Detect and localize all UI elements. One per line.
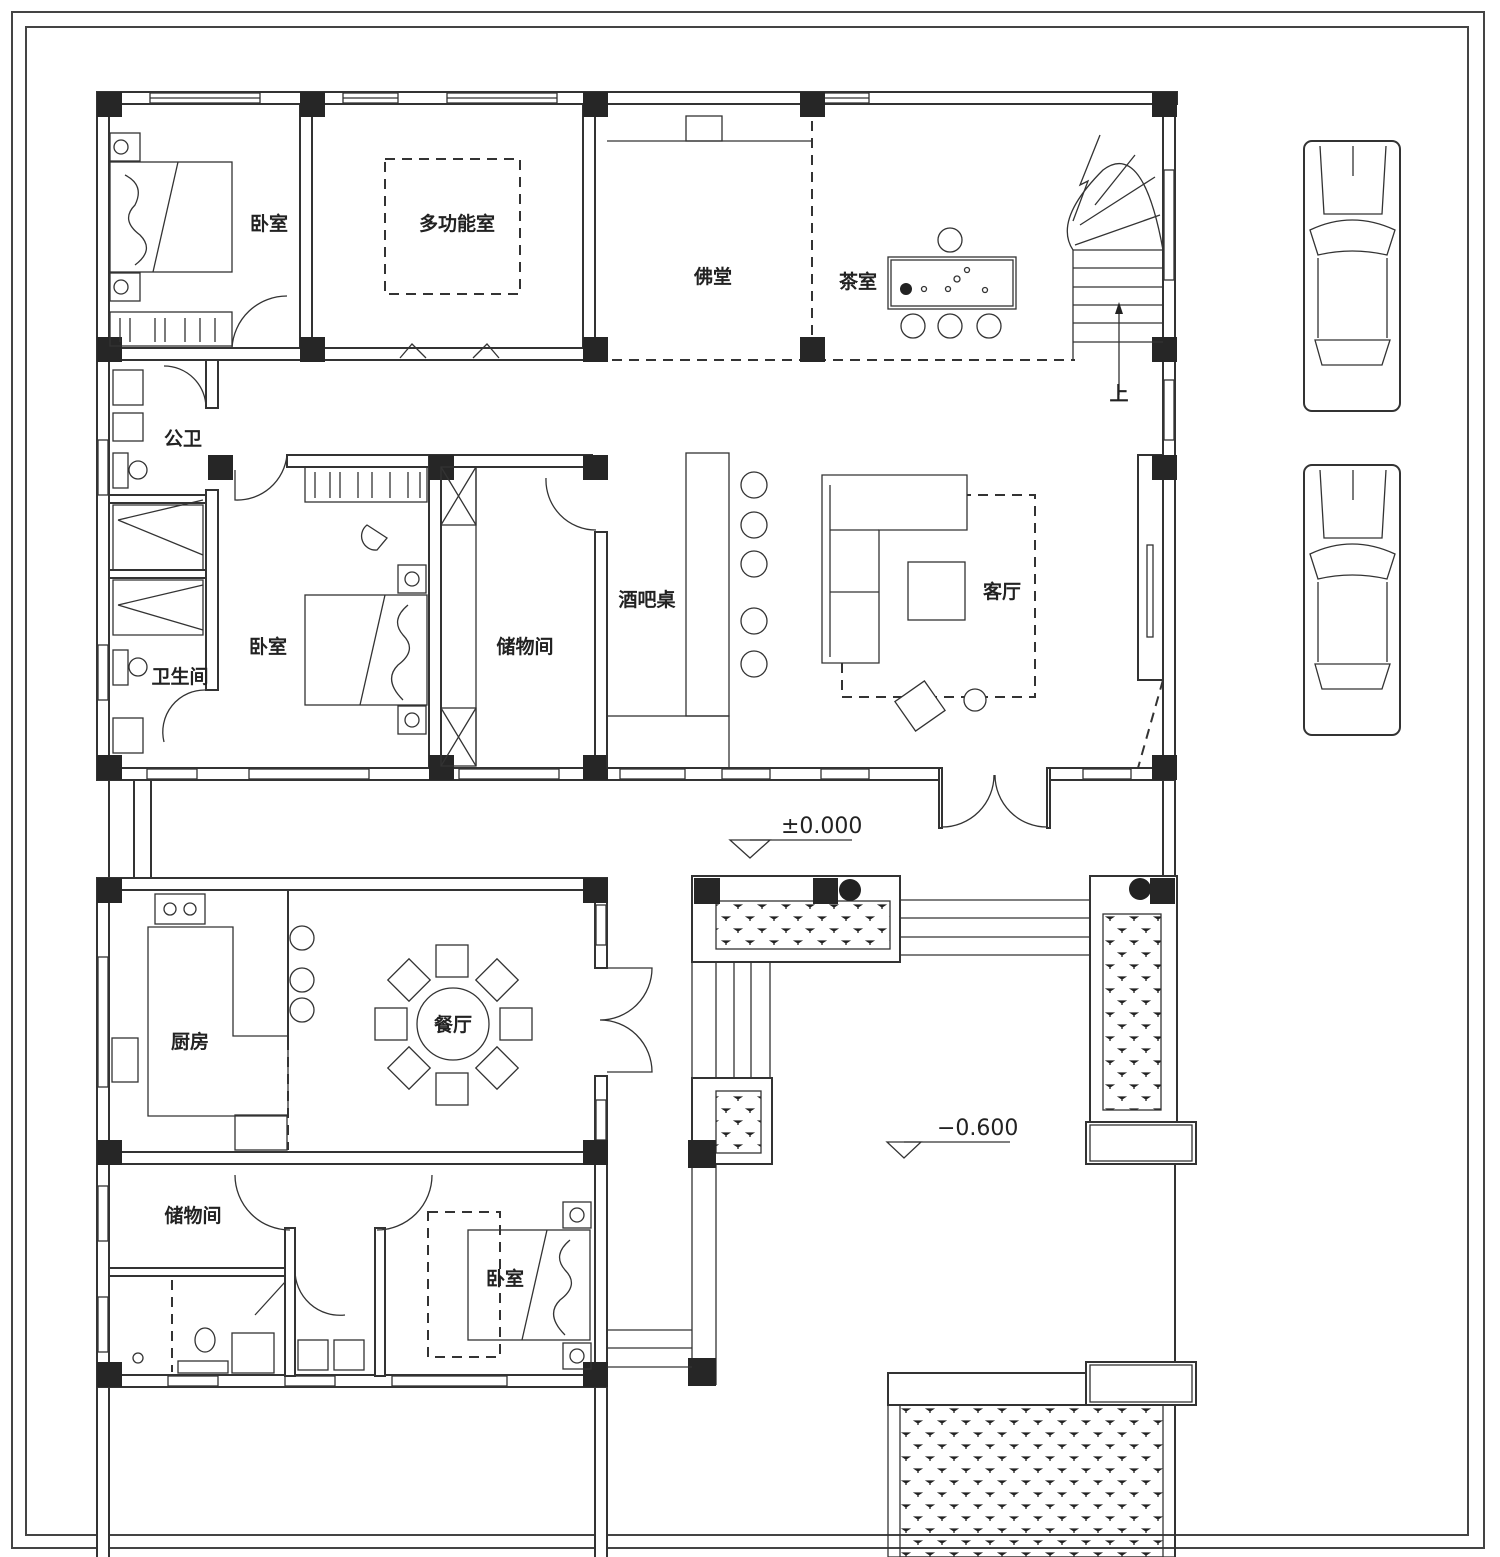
room-label-bedroom-mid: 卧室 — [249, 635, 287, 658]
room-label-storage-mid: 储物间 — [496, 635, 553, 658]
storage-sw-fixtures — [132, 1174, 433, 1374]
room-label-tea-room: 茶室 — [839, 270, 877, 293]
room-label-bar-counter: 酒吧桌 — [618, 588, 675, 611]
living-room-furniture — [821, 474, 1164, 769]
bed-mid — [234, 454, 428, 735]
room-label-bedroom-s: 卧室 — [486, 1267, 524, 1290]
room-label-dining-room: 餐厅 — [434, 1013, 472, 1036]
room-label-storage-sw: 储物间 — [164, 1204, 221, 1227]
elevation-courtyard-label: −0.600 — [937, 1116, 1018, 1141]
car-icon — [1303, 464, 1401, 736]
elevation-indoor-label: ±0.000 — [781, 814, 862, 839]
stair-up-label: 上 — [1109, 383, 1128, 405]
bed-nw — [109, 132, 288, 349]
windows — [97, 92, 1175, 1387]
altar — [607, 115, 812, 142]
exterior-walls — [96, 91, 1178, 1557]
elevation-marker-indoor: ±0.000 — [728, 814, 862, 859]
room-label-kitchen: 厨房 — [171, 1030, 209, 1053]
bed-s — [427, 1201, 592, 1370]
dining-table — [374, 944, 653, 1106]
interior-walls — [108, 103, 1164, 1377]
room-label-bathroom: 卫生间 — [151, 665, 208, 688]
public-wc-fixtures — [112, 365, 207, 754]
kitchen-fixtures — [111, 893, 315, 1151]
room-label-multipurpose: 多功能室 — [419, 212, 495, 235]
room-label-public-wc: 公卫 — [164, 428, 202, 450]
structural-columns — [97, 92, 1177, 1387]
courtyard — [607, 780, 1197, 1557]
room-label-living-room: 客厅 — [983, 580, 1021, 603]
main-entrance-door — [938, 767, 1051, 829]
room-label-buddha-hall: 佛堂 — [693, 265, 732, 288]
staircase — [1066, 134, 1164, 395]
bar-counter — [606, 452, 768, 769]
storage-mid-fixtures — [440, 466, 597, 767]
room-label-bedroom-nw: 卧室 — [250, 212, 288, 235]
car-icon — [1303, 140, 1401, 412]
elevation-marker-courtyard: −0.600 — [885, 1116, 1018, 1159]
drawing-border — [11, 11, 1485, 1549]
tea-table — [887, 227, 1017, 339]
folding-doors — [399, 343, 500, 359]
